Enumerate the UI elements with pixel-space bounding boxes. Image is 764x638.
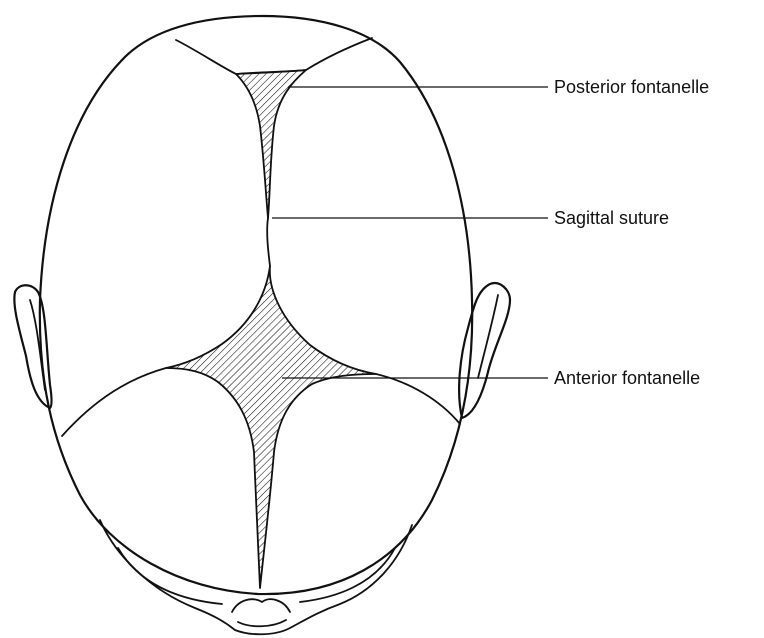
sagittal-suture-label: Sagittal suture — [554, 208, 669, 228]
coronal-suture-right — [376, 374, 460, 424]
right-cheek-line — [300, 548, 395, 602]
posterior-fontanelle-label: Posterior fontanelle — [554, 77, 709, 97]
sagittal-suture-line — [267, 218, 270, 266]
anterior-fontanelle-label: Anterior fontanelle — [554, 368, 700, 388]
anterior-fontanelle-shape — [166, 266, 376, 588]
occipital-suture — [176, 38, 372, 74]
nose-line — [232, 599, 290, 612]
chin-line — [238, 620, 286, 626]
right-ear-fold — [478, 295, 498, 378]
face-outline — [100, 520, 412, 634]
coronal-suture-left — [62, 368, 166, 436]
posterior-fontanelle-shape — [236, 70, 306, 218]
